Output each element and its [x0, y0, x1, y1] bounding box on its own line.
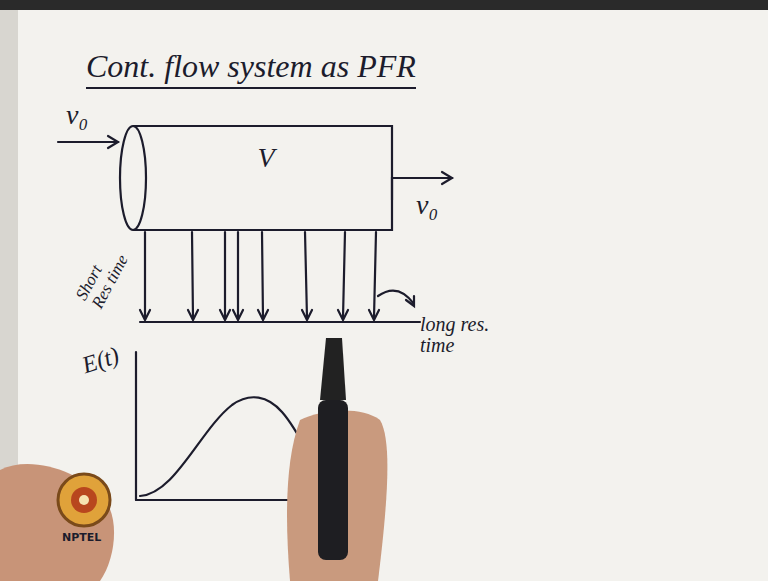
inlet-arrow: [58, 141, 118, 143]
flow-label: v₀: [66, 100, 88, 129]
title: Cont. flow system as PFR: [86, 50, 416, 89]
reactor-cylinder: V: [120, 126, 392, 230]
arrow-head: [442, 172, 452, 184]
long-residence-note: long res. time: [420, 314, 520, 356]
flow-label: v₀: [416, 190, 438, 219]
logo-text: NPTEL: [62, 532, 101, 544]
arrow-head: [406, 296, 414, 306]
volume-label: V: [120, 126, 392, 174]
y-axis: [135, 352, 137, 500]
residence-arrows: [140, 232, 379, 320]
hand: [0, 464, 114, 581]
axis-label: E(t): [79, 343, 122, 378]
top-edge: [0, 0, 768, 10]
marker: [320, 338, 346, 400]
cylinder-outline: [120, 126, 392, 230]
nptel-logo: [58, 474, 110, 526]
arrow-head: [108, 136, 118, 148]
short-residence-note: Short Res time: [73, 240, 134, 311]
baseline: [140, 321, 420, 323]
marker: [318, 400, 348, 560]
